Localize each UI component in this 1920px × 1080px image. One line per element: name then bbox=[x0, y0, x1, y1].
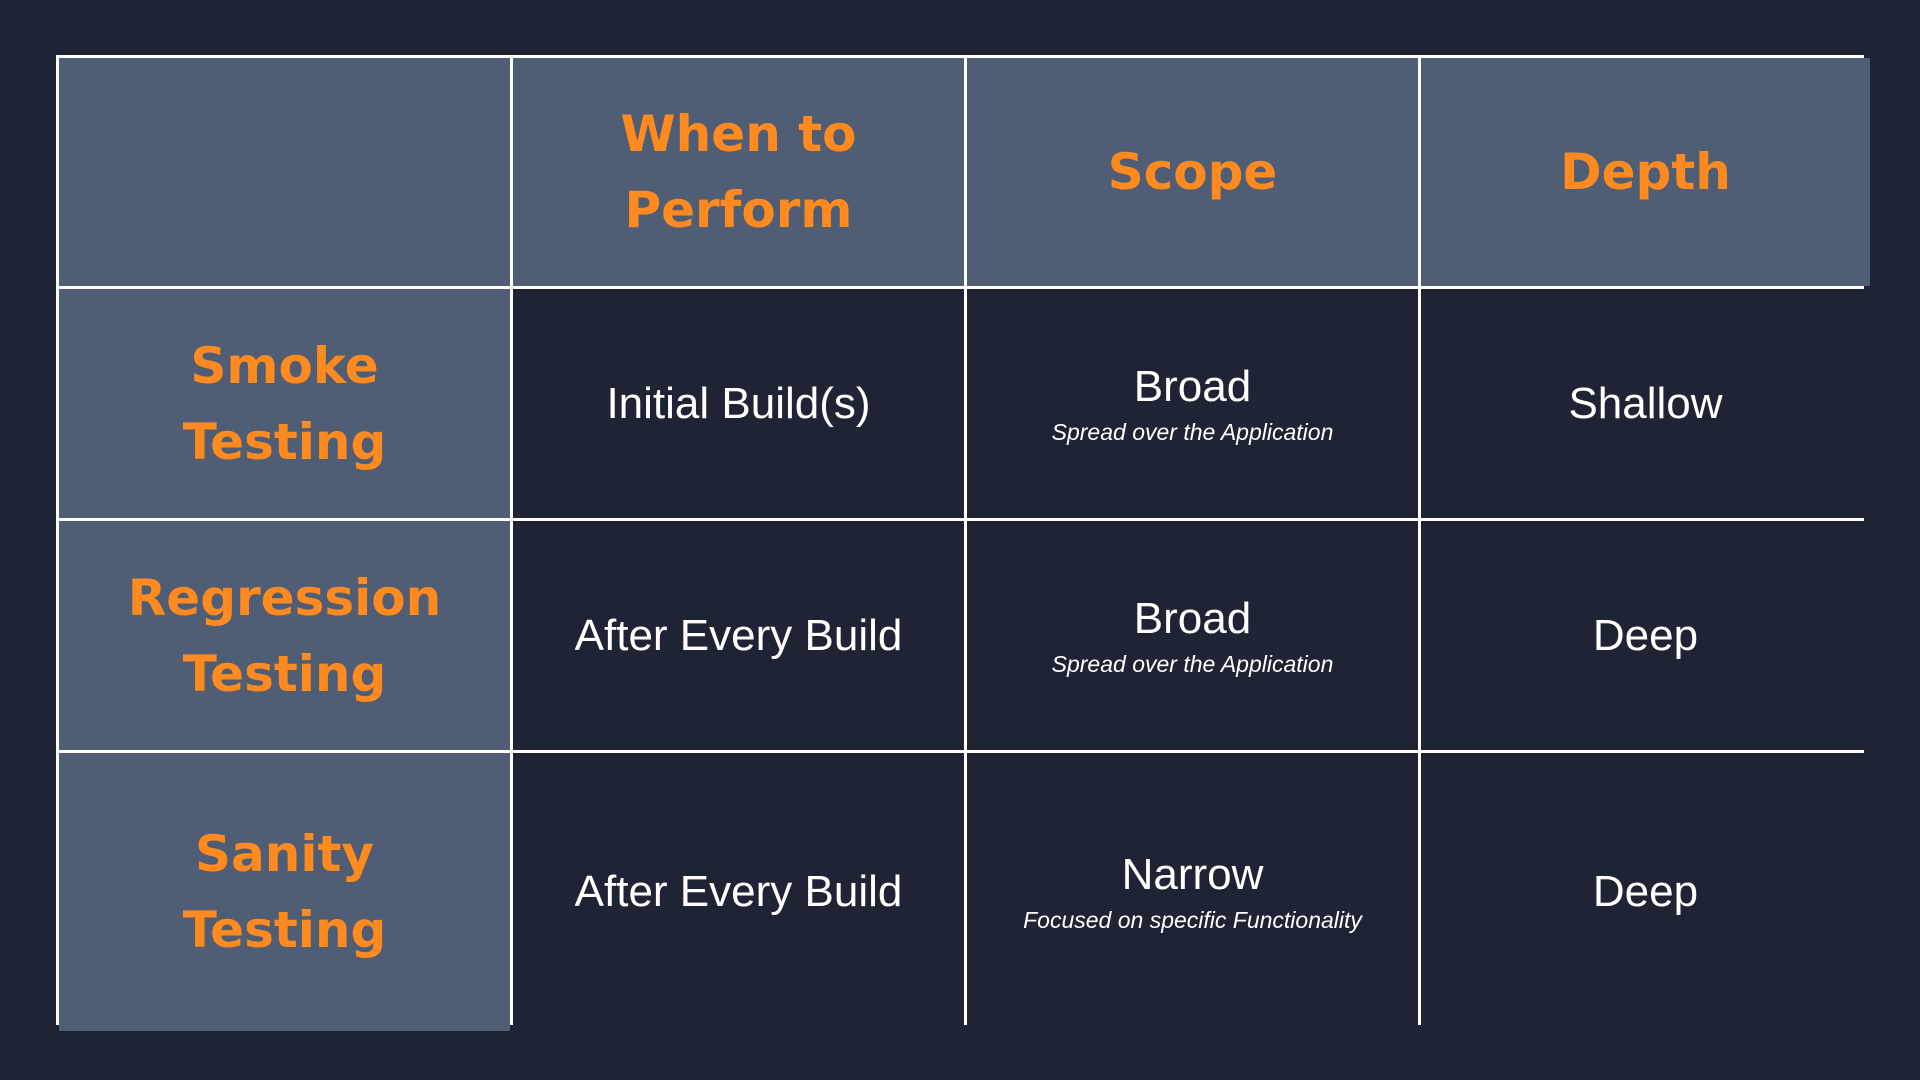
cell-when-value: After Every Build bbox=[574, 867, 903, 916]
comparison-table: When to Perform Scope Depth Smoke Testin… bbox=[56, 55, 1870, 1031]
cell-scope: Narrow Focused on specific Functionality bbox=[967, 753, 1418, 1031]
cell-when: After Every Build bbox=[513, 753, 964, 1031]
header-when-to-perform: When to Perform bbox=[513, 58, 964, 286]
cell-depth: Deep bbox=[1421, 753, 1870, 1031]
row-label-regression-testing: Regression Testing bbox=[59, 521, 510, 750]
row-label-line1: Regression bbox=[127, 568, 442, 627]
row-label-sanity-testing: Sanity Testing bbox=[59, 753, 510, 1031]
row-label-line2: Testing bbox=[182, 412, 387, 471]
row-label-line1: Smoke bbox=[190, 336, 379, 395]
header-scope: Scope bbox=[967, 58, 1418, 286]
cell-when-value: Initial Build(s) bbox=[606, 378, 871, 428]
cell-depth-value: Deep bbox=[1592, 867, 1699, 916]
row-label-line2: Testing bbox=[182, 644, 387, 703]
cell-scope: Broad Spread over the Application bbox=[967, 521, 1418, 750]
header-when-line1: When to bbox=[620, 105, 857, 163]
header-depth: Depth bbox=[1421, 58, 1870, 286]
cell-when-value: After Every Build bbox=[574, 610, 903, 660]
cell-scope-note: Spread over the Application bbox=[1051, 650, 1334, 677]
cell-depth: Shallow bbox=[1421, 289, 1870, 518]
cell-scope-value: Broad bbox=[1133, 593, 1252, 643]
header-scope-label: Scope bbox=[1107, 143, 1278, 201]
cell-depth-value: Shallow bbox=[1568, 378, 1723, 428]
row-label-line1: Sanity bbox=[195, 825, 374, 883]
header-depth-label: Depth bbox=[1560, 143, 1731, 201]
cell-scope-value: Broad bbox=[1133, 361, 1252, 411]
cell-when: Initial Build(s) bbox=[513, 289, 964, 518]
cell-when: After Every Build bbox=[513, 521, 964, 750]
cell-scope-note: Spread over the Application bbox=[1051, 418, 1334, 445]
cell-scope-note: Focused on specific Functionality bbox=[1023, 907, 1362, 933]
row-label-line2: Testing bbox=[182, 901, 387, 959]
cell-depth-value: Deep bbox=[1592, 610, 1699, 660]
header-when-line2: Perform bbox=[624, 181, 853, 239]
cell-scope: Broad Spread over the Application bbox=[967, 289, 1418, 518]
header-empty-cell bbox=[59, 58, 510, 286]
cell-scope-value: Narrow bbox=[1121, 850, 1264, 899]
cell-depth: Deep bbox=[1421, 521, 1870, 750]
row-label-smoke-testing: Smoke Testing bbox=[59, 289, 510, 518]
